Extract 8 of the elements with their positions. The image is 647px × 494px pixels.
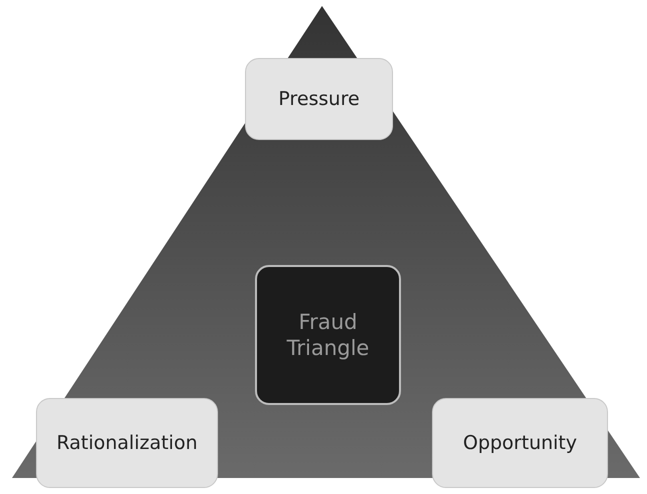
label-box — [432, 398, 608, 488]
node-label: Opportunity — [462, 431, 578, 456]
label-box — [245, 58, 393, 140]
node-label: Rationalization — [55, 431, 199, 456]
label-box — [36, 398, 218, 488]
node-label: Pressure — [277, 87, 361, 112]
node-label: Fraud Triangle — [286, 308, 370, 362]
center-box — [255, 265, 401, 405]
